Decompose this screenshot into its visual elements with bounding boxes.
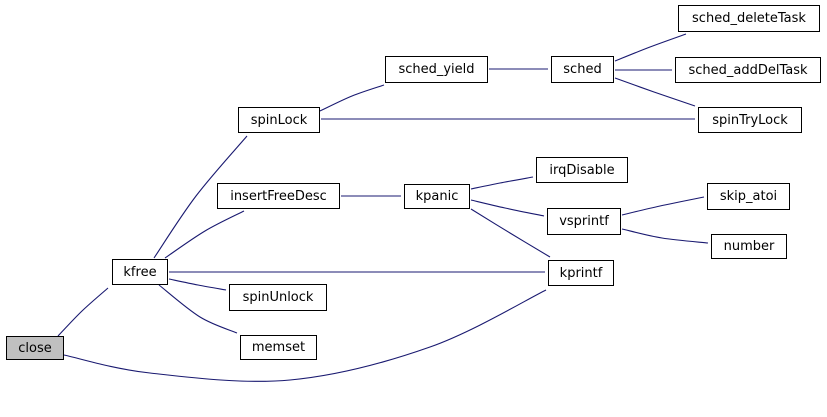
node-memset[interactable]: memset: [240, 335, 317, 360]
edge-sched-spinTryLock: [614, 77, 696, 107]
node-kprintf[interactable]: kprintf: [548, 260, 614, 286]
node-sched_yield[interactable]: sched_yield: [385, 56, 488, 83]
node-sched_addDelTask[interactable]: sched_addDelTask: [675, 57, 821, 83]
edge-kfree-insertFreeDesc: [164, 210, 245, 259]
edge-sched-sched_deleteTask: [614, 33, 687, 62]
edge-kfree-spinLock: [153, 135, 248, 259]
node-spinLock[interactable]: spinLock: [238, 107, 320, 133]
edge-vsprintf-number: [621, 228, 709, 244]
edge-close-kfree: [57, 287, 109, 337]
node-close: close: [6, 336, 64, 360]
edge-group: [57, 33, 709, 382]
node-spinUnlock[interactable]: spinUnlock: [229, 284, 327, 311]
node-kfree[interactable]: kfree: [112, 259, 168, 285]
node-spinTryLock[interactable]: spinTryLock: [698, 107, 802, 133]
edge-kfree-memset: [158, 284, 238, 334]
node-kpanic[interactable]: kpanic: [404, 184, 470, 209]
node-skip_atoi[interactable]: skip_atoi: [707, 183, 790, 210]
edge-kpanic-vsprintf: [470, 199, 545, 217]
node-insertFreeDesc[interactable]: insertFreeDesc: [217, 183, 340, 209]
node-sched[interactable]: sched: [551, 56, 614, 83]
edge-kfree-spinUnlock: [168, 278, 227, 291]
edge-vsprintf-skip_atoi: [621, 196, 705, 216]
edge-spinLock-sched_yield: [319, 84, 385, 112]
node-irqDisable[interactable]: irqDisable: [536, 157, 628, 183]
node-sched_deleteTask[interactable]: sched_deleteTask: [678, 5, 820, 32]
node-number[interactable]: number: [711, 234, 787, 259]
node-vsprintf[interactable]: vsprintf: [547, 208, 621, 235]
edge-kpanic-irqDisable: [470, 176, 534, 190]
edge-kpanic-kprintf: [470, 208, 551, 258]
edge-close-kprintf: [63, 289, 547, 382]
